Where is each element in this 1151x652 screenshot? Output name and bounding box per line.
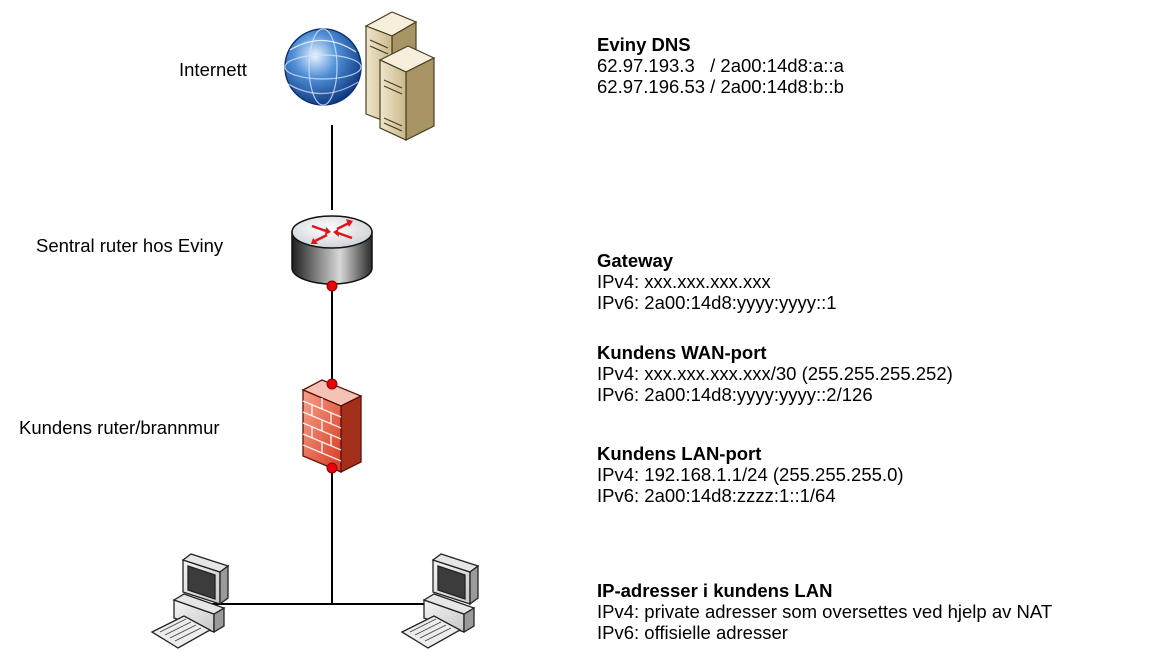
server-icon (364, 11, 436, 141)
links (212, 125, 462, 605)
lan-line-1: IPv4: 192.168.1.1/24 (255.255.255.0) (597, 464, 904, 485)
wan-title: Kundens WAN-port (597, 342, 767, 363)
customer-router-label: Kundens ruter/brannmur (19, 417, 220, 438)
gateway-line-2: IPv6: 2a00:14d8:yyyy:yyyy::1 (597, 292, 837, 313)
wan-line-2: IPv6: 2a00:14d8:yyyy:yyyy::2/126 (597, 384, 873, 405)
dns-line-1: 62.97.193.3 / 2a00:14d8:a::a (597, 55, 844, 76)
globe-icon (284, 28, 362, 106)
lan-line-2: IPv6: 2a00:14d8:zzzz:1::1/64 (597, 485, 836, 506)
router-icon (291, 215, 373, 285)
gateway-title: Gateway (597, 250, 674, 271)
lan-ips-info: IP-adresser i kundens LAN IPv4: private … (597, 580, 1052, 643)
wan-port-dot (326, 378, 338, 390)
lan-ips-title: IP-adresser i kundens LAN (597, 580, 833, 601)
lan-info: Kundens LAN-port IPv4: 192.168.1.1/24 (2… (597, 443, 904, 506)
gateway-port-dot (326, 280, 338, 292)
dns-line-2: 62.97.196.53 / 2a00:14d8:b::b (597, 76, 844, 97)
gateway-line-1: IPv4: xxx.xxx.xxx.xxx (597, 271, 771, 292)
central-router-label: Sentral ruter hos Eviny (36, 235, 224, 256)
lan-port-dot (326, 462, 338, 474)
lan-ips-line-1: IPv4: private adresser som oversettes ve… (597, 601, 1053, 622)
dns-info: Eviny DNS 62.97.193.3 / 2a00:14d8:a::a 6… (597, 34, 844, 97)
internet-label: Internett (179, 59, 247, 80)
wan-line-1: IPv4: xxx.xxx.xxx.xxx/30 (255.255.255.25… (597, 363, 953, 384)
firewall-icon (301, 379, 363, 474)
wan-info: Kundens WAN-port IPv4: xxx.xxx.xxx.xxx/3… (597, 342, 953, 405)
gateway-info: Gateway IPv4: xxx.xxx.xxx.xxx IPv6: 2a00… (597, 250, 837, 313)
computer-icon (150, 553, 230, 649)
port-dots (326, 280, 338, 474)
computer-icon (400, 553, 480, 649)
dns-title: Eviny DNS (597, 34, 691, 55)
lan-title: Kundens LAN-port (597, 443, 762, 464)
lan-ips-line-2: IPv6: offisielle adresser (597, 622, 788, 643)
